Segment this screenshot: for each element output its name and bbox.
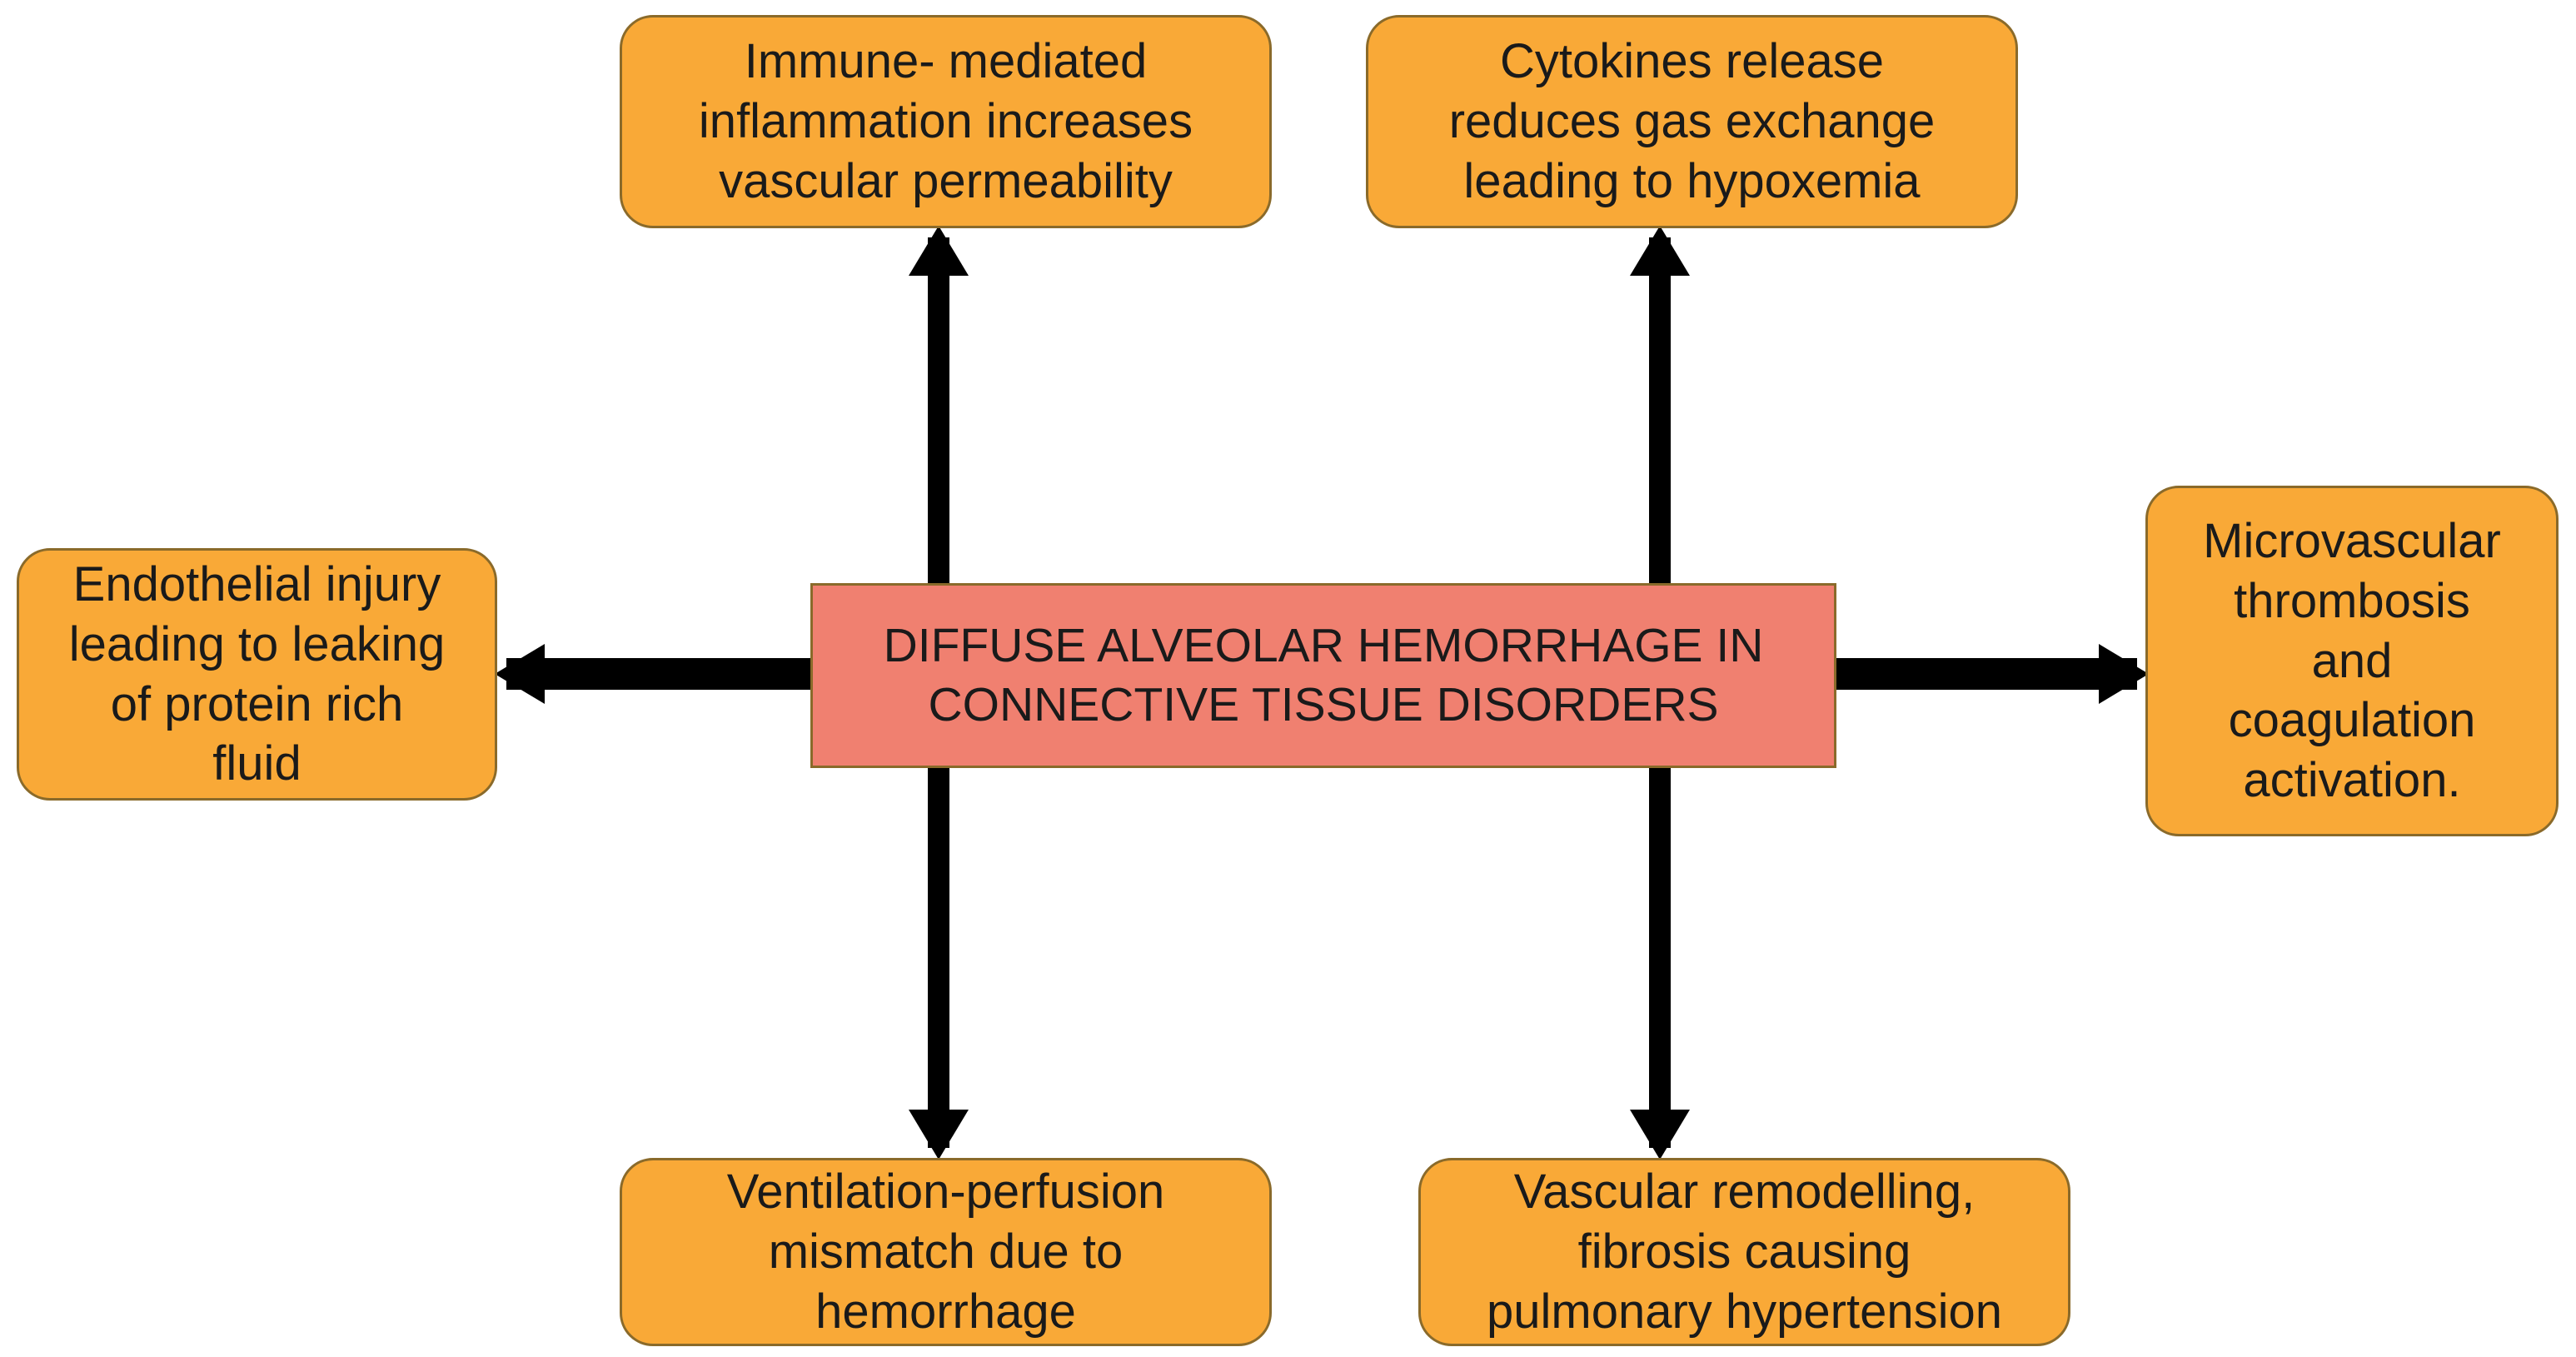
effect-text-line: Immune- mediated — [744, 34, 1148, 89]
central-condition-line-1: DIFFUSE ALVEOLAR HEMORRHAGE IN — [883, 619, 1764, 673]
effect-text-line: reduces gas exchange — [1448, 94, 1936, 149]
effect-text-line: leading to hypoxemia — [1463, 153, 1921, 208]
effect-box-cytokines-release: Cytokines release reduces gas exchange l… — [1366, 15, 2018, 228]
effect-text-line: Endothelial injury — [72, 556, 441, 611]
central-condition-line-2: CONNECTIVE TISSUE DISORDERS — [928, 678, 1719, 731]
effect-text-line: Vascular remodelling, — [1513, 1165, 1976, 1220]
central-condition-box: DIFFUSE ALVEOLAR HEMORRHAGE IN CONNECTIV… — [810, 583, 1836, 768]
effect-text-line: activation. — [2243, 753, 2461, 808]
effect-text-line: thrombosis — [2234, 573, 2470, 628]
effect-text-line: mismatch due to — [768, 1225, 1124, 1280]
effect-text-line: inflammation increases — [698, 94, 1193, 149]
effect-box-immune-inflammation: Immune- mediated inflammation increases … — [620, 15, 1272, 228]
effect-box-endothelial-injury: Endothelial injury leading to leaking of… — [17, 548, 497, 801]
effect-text-line: coagulation — [2228, 693, 2476, 748]
effect-text-line: vascular permeability — [719, 153, 1173, 208]
effect-text-line: and — [2311, 633, 2393, 688]
effect-text-line: fluid — [212, 736, 301, 791]
effect-box-vascular-remodelling: Vascular remodelling, fibrosis causing p… — [1418, 1158, 2070, 1346]
effect-text-line: Microvascular — [2203, 513, 2501, 568]
effect-text-line: leading to leaking — [68, 616, 446, 671]
effect-text-line: hemorrhage — [815, 1284, 1076, 1339]
effect-text-line: fibrosis causing — [1577, 1225, 1911, 1280]
effect-text-line: pulmonary hypertension — [1486, 1284, 2003, 1339]
effect-text-line: of protein rich — [110, 676, 404, 731]
effect-box-ventilation-perfusion: Ventilation-perfusion mismatch due to he… — [620, 1158, 1272, 1346]
effect-text-line: Ventilation-perfusion — [726, 1165, 1165, 1220]
effect-box-microvascular-thrombosis: Microvascular thrombosis and coagulation… — [2145, 486, 2559, 836]
effect-text-line: Cytokines release — [1500, 34, 1884, 89]
